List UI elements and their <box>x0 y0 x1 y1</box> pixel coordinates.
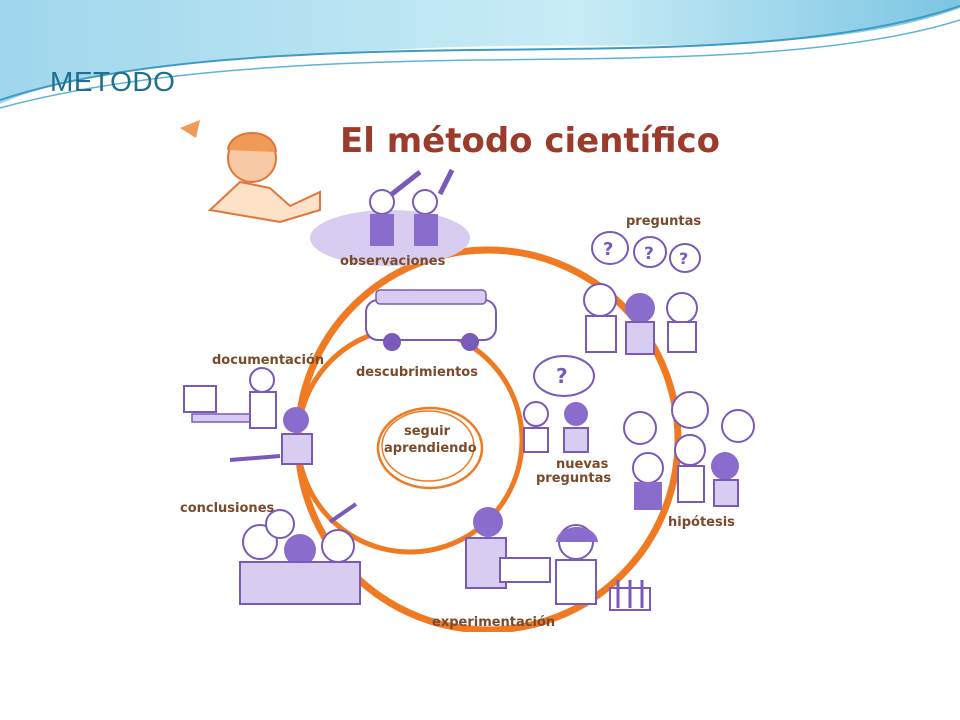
label-nuevas: nuevas <box>556 457 609 472</box>
slide-title: METODO <box>50 66 176 97</box>
label-documentacion: documentación <box>212 353 324 368</box>
boy-reading-illustration <box>180 120 321 224</box>
label-observaciones: observaciones <box>340 254 446 269</box>
conclusions-illustration <box>239 502 361 605</box>
documentation-illustration <box>183 367 313 465</box>
header-wave-decoration <box>0 0 960 109</box>
questions-illustration: ? ? ? <box>583 231 701 355</box>
diagram-title: El método científico <box>340 121 720 161</box>
center-label-line2: aprendiendo <box>384 441 477 456</box>
hypothesis-illustration <box>623 391 755 510</box>
center-ring-outer <box>376 406 484 490</box>
new-questions-illustration: ? <box>523 355 595 453</box>
svg-text:?: ? <box>679 249 688 268</box>
svg-text:?: ? <box>556 364 568 388</box>
label-hipotesis: hipótesis <box>668 515 735 530</box>
center-ring-inner <box>381 410 475 482</box>
svg-text:?: ? <box>644 244 654 264</box>
scientific-method-diagram: El método científico seguir aprendiendo … <box>170 110 770 632</box>
observation-illustration <box>310 168 470 266</box>
label-descubrimientos: descubrimientos <box>356 365 478 380</box>
label-preguntas-nuevas: preguntas <box>536 471 611 486</box>
experiment-illustration <box>465 507 651 611</box>
svg-text:?: ? <box>603 239 613 260</box>
discovery-van-illustration <box>365 289 497 351</box>
label-preguntas: preguntas <box>626 214 701 229</box>
label-experimentacion: experimentación <box>432 615 555 630</box>
center-label-line1: seguir <box>404 424 451 439</box>
label-conclusiones: conclusiones <box>180 501 275 516</box>
